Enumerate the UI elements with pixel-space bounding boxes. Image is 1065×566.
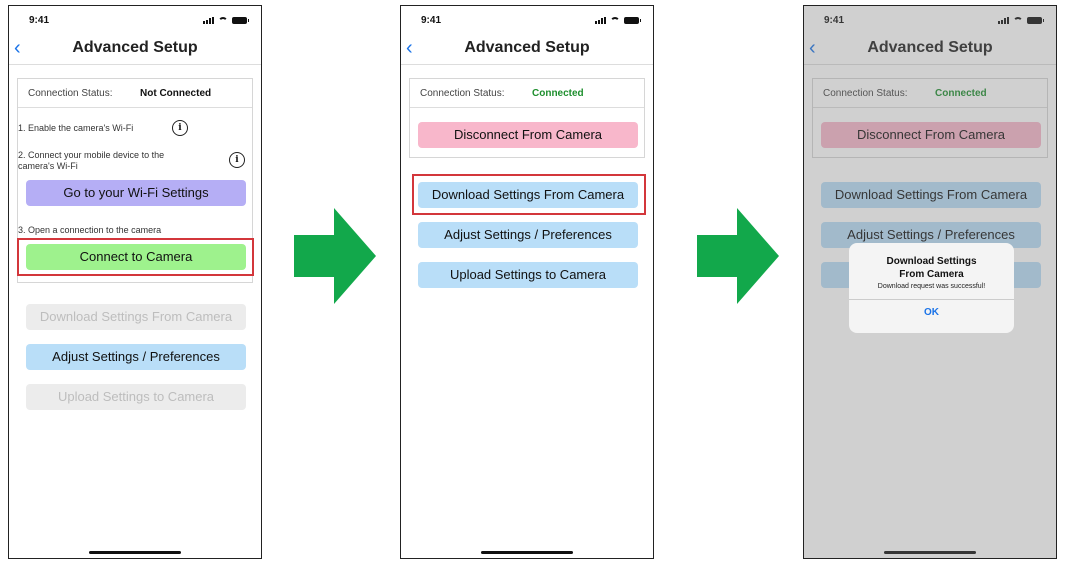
download-settings-button[interactable]: Download Settings From Camera	[821, 182, 1041, 208]
adjust-settings-button[interactable]: Adjust Settings / Preferences	[418, 222, 638, 248]
home-indicator	[884, 551, 976, 554]
connect-camera-button[interactable]: Connect to Camera	[26, 244, 246, 270]
wifi-icon	[218, 17, 228, 24]
alert-title-line-2: From Camera	[899, 269, 964, 280]
connection-status-value: Connected	[532, 88, 584, 99]
phone-screen-3: 9:41 ‹ Advanced Setup Connection Status:…	[803, 5, 1057, 559]
download-settings-button[interactable]: Download Settings From Camera	[418, 182, 638, 208]
back-chevron-icon[interactable]: ‹	[809, 37, 816, 59]
connection-status-value: Not Connected	[140, 88, 212, 99]
status-bar: 9:41	[9, 15, 261, 29]
status-time: 9:41	[29, 15, 50, 26]
info-icon[interactable]: i	[172, 120, 188, 136]
highlight-box	[412, 174, 646, 215]
alert-divider	[849, 299, 1014, 300]
home-indicator	[481, 551, 573, 554]
step-2-line-1: 2. Connect your mobile device to the	[18, 150, 165, 160]
battery-icon	[624, 17, 641, 24]
download-success-alert: Download Settings From Camera Download r…	[849, 243, 1014, 333]
signal-icon	[595, 17, 606, 24]
status-bar: 9:41	[401, 15, 653, 29]
alert-title: Download Settings From Camera	[849, 255, 1014, 281]
connection-status-label: Connection Status:	[28, 88, 113, 99]
upload-settings-button[interactable]: Upload Settings to Camera	[418, 262, 638, 288]
connection-status-label: Connection Status:	[420, 88, 505, 99]
phone-screen-1: 9:41 ‹ Advanced Setup Connection Status:…	[8, 5, 262, 559]
alert-message: Download request was successful!	[877, 283, 986, 290]
wifi-icon	[610, 17, 620, 24]
step-2-line-2: camera's Wi-Fi	[18, 161, 78, 171]
flow-arrow-icon	[697, 208, 779, 304]
connection-status-row: Connection Status: Connected	[410, 79, 644, 108]
flow-arrow-icon	[294, 208, 376, 304]
connection-status-row: Connection Status: Not Connected	[18, 79, 252, 108]
connection-status-value: Connected	[935, 88, 987, 99]
page-title: Advanced Setup	[867, 39, 993, 56]
connection-status-label: Connection Status:	[823, 88, 908, 99]
back-chevron-icon[interactable]: ‹	[14, 37, 21, 59]
highlight-box	[17, 238, 254, 276]
battery-icon	[232, 17, 249, 24]
status-bar: 9:41	[804, 15, 1056, 29]
signal-icon	[998, 17, 1009, 24]
step-2-text: 2. Connect your mobile device to the cam…	[18, 150, 164, 172]
nav-bar: ‹ Advanced Setup	[401, 36, 653, 65]
connection-status-row: Connection Status: Connected	[813, 79, 1047, 108]
alert-title-line-1: Download Settings	[886, 256, 977, 267]
info-icon[interactable]: i	[229, 152, 245, 168]
disconnect-camera-button[interactable]: Disconnect From Camera	[418, 122, 638, 148]
nav-bar: ‹ Advanced Setup	[804, 36, 1056, 65]
page-title: Advanced Setup	[72, 39, 198, 56]
step-3-text: 3. Open a connection to the camera	[18, 225, 162, 235]
battery-icon	[1027, 17, 1044, 24]
back-chevron-icon[interactable]: ‹	[406, 37, 413, 59]
page-title: Advanced Setup	[464, 39, 590, 56]
signal-icon	[203, 17, 214, 24]
nav-bar: ‹ Advanced Setup	[9, 36, 261, 65]
wifi-settings-button[interactable]: Go to your Wi-Fi Settings	[26, 180, 246, 206]
step-1-text: 1. Enable the camera's Wi-Fi	[18, 123, 134, 133]
home-indicator	[89, 551, 181, 554]
disconnect-camera-button[interactable]: Disconnect From Camera	[821, 122, 1041, 148]
phone-screen-2: 9:41 ‹ Advanced Setup Connection Status:…	[400, 5, 654, 559]
wifi-icon	[1013, 17, 1023, 24]
status-time: 9:41	[824, 15, 845, 26]
upload-settings-button[interactable]: Upload Settings to Camera	[26, 384, 246, 410]
status-time: 9:41	[421, 15, 442, 26]
alert-ok-button[interactable]: OK	[924, 307, 939, 318]
adjust-settings-button[interactable]: Adjust Settings / Preferences	[26, 344, 246, 370]
download-settings-button[interactable]: Download Settings From Camera	[26, 304, 246, 330]
